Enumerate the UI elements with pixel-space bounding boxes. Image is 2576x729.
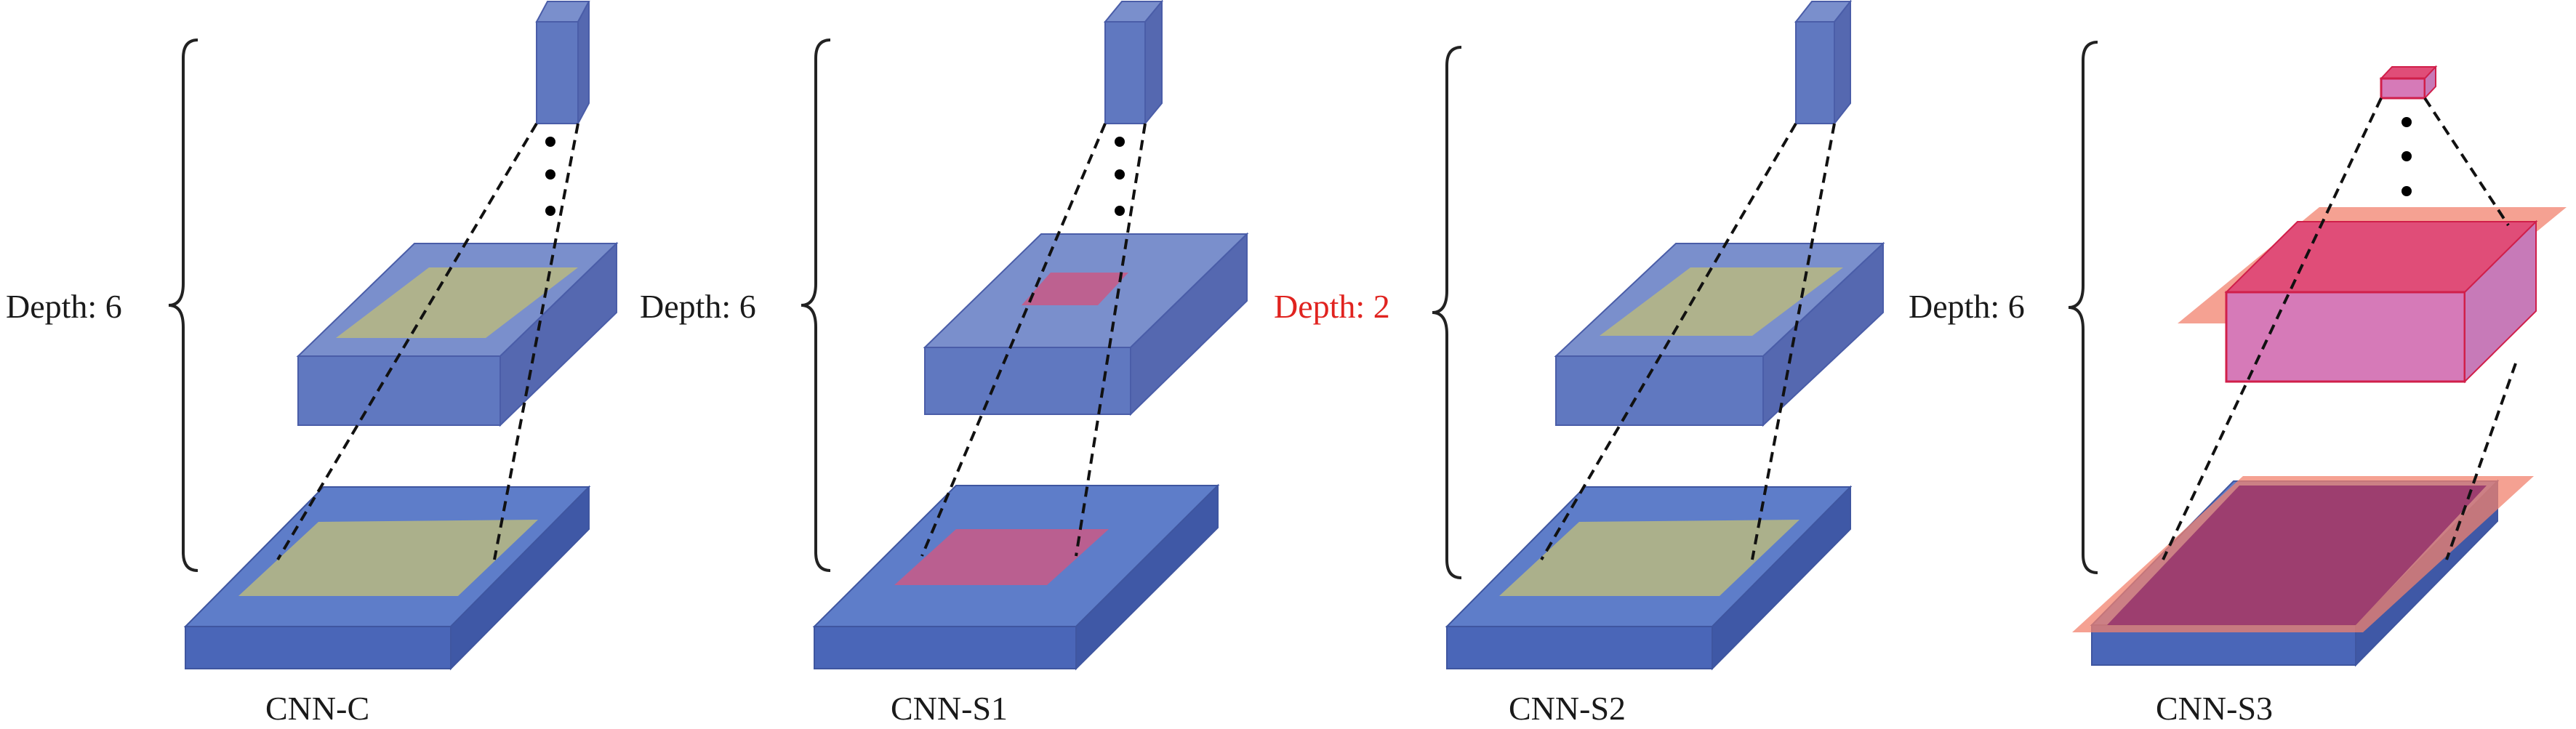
caption-cnn-c: CNN-C	[265, 690, 369, 727]
caption-cnn-s1: CNN-S1	[891, 690, 1008, 727]
depth-label-cnn-c: Depth: 6	[6, 288, 122, 325]
depth-brace-cnn-s3	[2068, 41, 2098, 574]
feature-block-cnn-s1	[923, 232, 1249, 416]
output-block-cnn-s3	[2379, 65, 2438, 100]
feature-block-cnn-c	[296, 241, 619, 427]
caption-cnn-s3: CNN-S3	[2156, 690, 2273, 727]
panel-cnn-s3: Depth: 6 CNN-S3	[1909, 41, 2567, 727]
panel-cnn-c: Depth: 6 CNN-C	[6, 1, 619, 727]
feature-block-cnn-s2	[1554, 241, 1885, 427]
input-filter-patch	[2107, 486, 2487, 625]
input-filter-patch	[894, 529, 1109, 585]
depth-brace-cnn-c	[168, 39, 198, 572]
input-filter-patch	[1499, 520, 1799, 596]
input-filter-patch	[238, 520, 538, 596]
depth-label-cnn-s2: Depth: 2	[1274, 288, 1390, 325]
depth-label-cnn-s3: Depth: 6	[1909, 288, 2025, 325]
depth-brace-cnn-s1	[801, 39, 831, 572]
input-block-cnn-s2	[1445, 485, 1853, 671]
caption-cnn-s2: CNN-S2	[1509, 690, 1626, 727]
receptive-field-patch	[1022, 273, 1128, 305]
panel-cnn-s2: Depth: 2 CNN-S2	[1274, 0, 1885, 727]
receptive-field-patch	[336, 267, 578, 338]
input-block-cnn-c	[183, 485, 591, 671]
depth-brace-cnn-s2	[1432, 46, 1462, 579]
panel-cnn-s1: Depth: 6 CNN-S1	[640, 0, 1249, 727]
input-block-cnn-s1	[812, 483, 1220, 671]
receptive-field-patch	[1600, 267, 1843, 336]
output-block-cnn-s2	[1794, 0, 1853, 126]
depth-label-cnn-s1: Depth: 6	[640, 288, 756, 325]
feature-block-cnn-s3	[2224, 219, 2538, 384]
output-block-cnn-c	[535, 1, 590, 124]
output-block-cnn-s1	[1103, 0, 1164, 126]
